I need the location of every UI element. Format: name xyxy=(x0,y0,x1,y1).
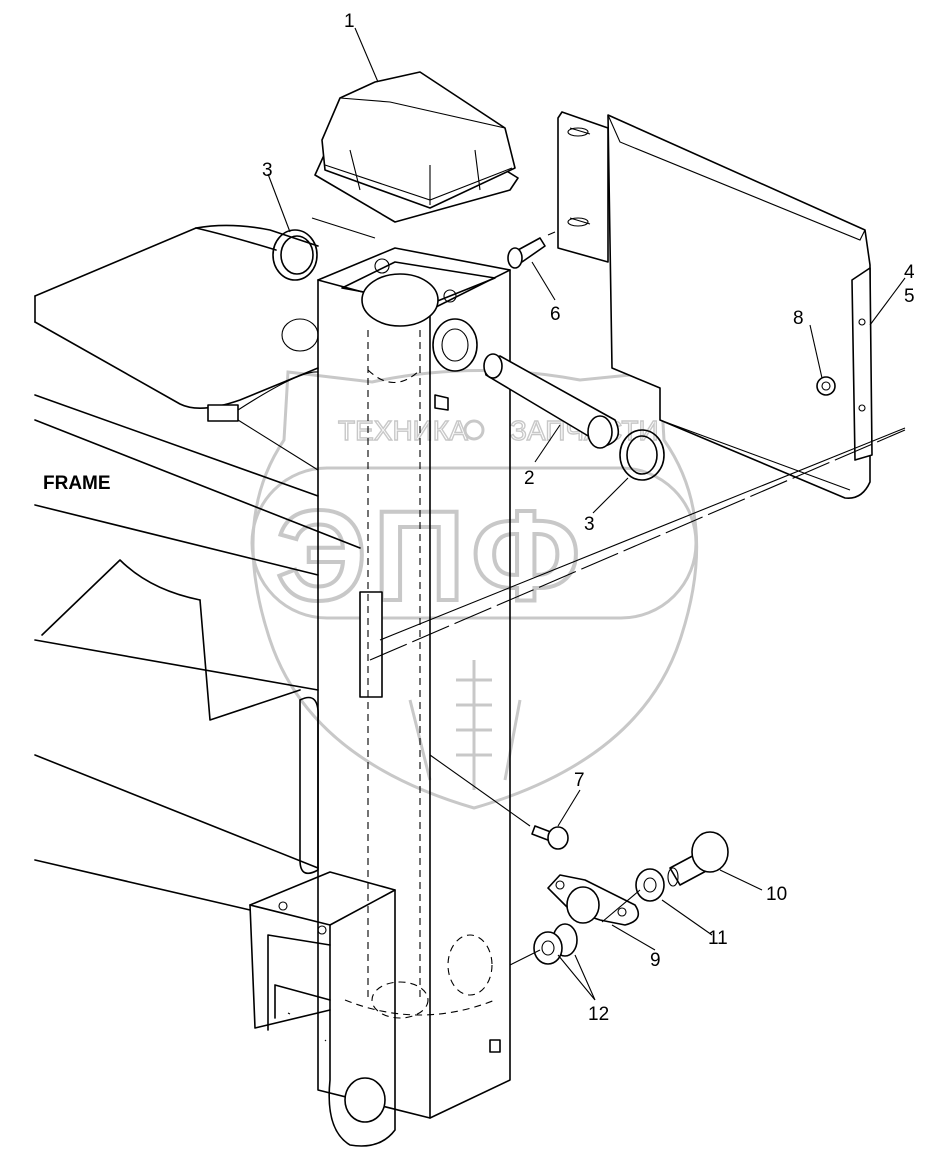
part-7-bolt xyxy=(531,825,569,850)
callout-3-top: 3 xyxy=(262,160,273,181)
clip xyxy=(207,404,239,422)
callout-12: 12 xyxy=(588,1004,609,1025)
part-8-nut xyxy=(816,376,836,396)
leader-lines xyxy=(267,27,906,1001)
callout-11: 11 xyxy=(708,928,728,949)
callout-10: 10 xyxy=(766,884,787,905)
callout-7: 7 xyxy=(574,770,585,791)
gear-icon xyxy=(463,419,485,441)
part-3-snap-ring-bottom xyxy=(619,429,665,481)
part-9-flange xyxy=(547,874,640,926)
callout-6: 6 xyxy=(550,304,561,325)
watermark-letters: ЭПФ xyxy=(276,485,586,628)
part-10-bolt xyxy=(667,831,729,887)
part-11-washer xyxy=(635,868,665,902)
bottom-bracket xyxy=(249,871,396,1147)
callout-3-bottom: 3 xyxy=(584,514,595,535)
part-4-cover-plate xyxy=(557,111,873,499)
callout-2: 2 xyxy=(524,468,535,489)
frame-label: FRAME xyxy=(43,473,111,494)
watermark-text-tehnika: ТЕХНИКА xyxy=(338,415,468,446)
callout-9: 9 xyxy=(650,950,661,971)
part-3-snap-ring-top xyxy=(272,229,319,352)
callout-5: 5 xyxy=(904,286,915,307)
part-2-pin xyxy=(483,353,620,449)
callout-4: 4 xyxy=(904,262,915,283)
callout-8: 8 xyxy=(793,308,804,329)
part-6-bolt xyxy=(507,237,546,269)
part-1-cap xyxy=(314,71,519,223)
watermark-logo: ТЕХНИКА ЗАПЧАСТИ ЭПФ xyxy=(250,368,699,810)
callout-1: 1 xyxy=(344,11,355,32)
wheat-icon xyxy=(408,660,522,790)
part-12-bushings xyxy=(533,923,578,965)
main-post xyxy=(317,247,511,1119)
